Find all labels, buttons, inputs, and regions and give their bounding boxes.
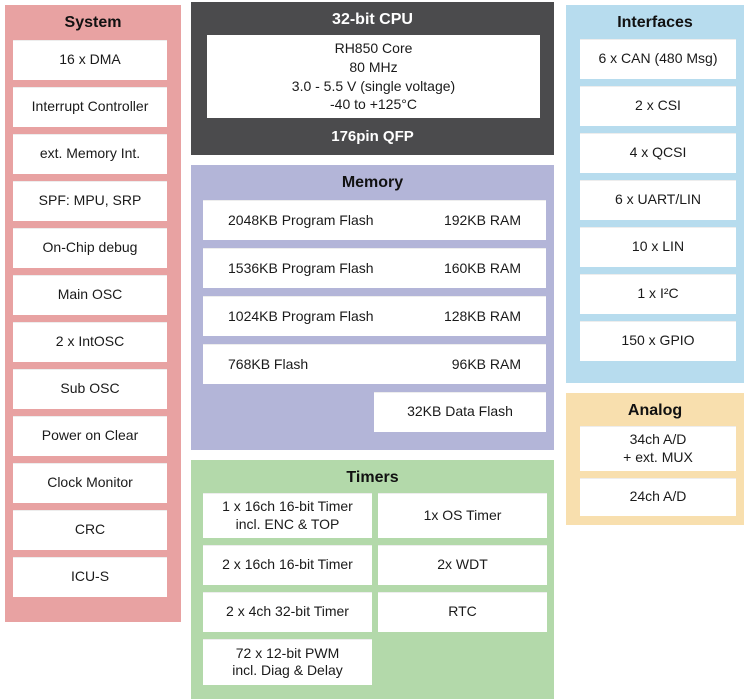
analog-item-stack: 34ch A/D + ext. MUX 24ch A/D xyxy=(566,425,744,516)
memory-ram-label: 192KB RAM xyxy=(443,212,521,228)
analog-title: Analog xyxy=(627,402,683,419)
timer-os: 1x OS Timer xyxy=(378,493,547,538)
memory-block: Memory 2048KB Program Flash 192KB RAM 15… xyxy=(191,165,554,450)
timers-row: 2 x 4ch 32-bit Timer RTC xyxy=(203,592,547,632)
system-item-interrupt-controller: Interrupt Controller xyxy=(13,87,167,127)
interface-lin: 10 x LIN xyxy=(580,227,736,267)
interface-uart-lin: 6 x UART/LIN xyxy=(580,180,736,220)
timers-row: 72 x 12-bit PWM incl. Diag & Delay xyxy=(203,639,547,685)
system-item-main-osc: Main OSC xyxy=(13,275,167,315)
memory-row: 2048KB Program Flash 192KB RAM xyxy=(203,200,546,240)
timer-rtc: RTC xyxy=(378,592,547,632)
system-item-intosc: 2 x IntOSC xyxy=(13,322,167,362)
system-item-power-on-clear: Power on Clear xyxy=(13,416,167,456)
interface-can: 6 x CAN (480 Msg) xyxy=(580,39,736,79)
memory-row: 1024KB Program Flash 128KB RAM xyxy=(203,296,546,336)
timer-4ch-32bit: 2 x 4ch 32-bit Timer xyxy=(203,592,372,632)
interface-gpio: 150 x GPIO xyxy=(580,321,736,361)
memory-ram-label: 160KB RAM xyxy=(443,260,521,276)
system-item-clock-monitor: Clock Monitor xyxy=(13,463,167,503)
system-item-sub-osc: Sub OSC xyxy=(13,369,167,409)
system-item-spf: SPF: MPU, SRP xyxy=(13,181,167,221)
analog-adc-24ch: 24ch A/D xyxy=(580,478,736,516)
system-item-icu-s: ICU-S xyxy=(13,557,167,597)
memory-title: Memory xyxy=(341,174,404,191)
system-item-ext-memory-int: ext. Memory Int. xyxy=(13,134,167,174)
timers-row-spacer xyxy=(378,639,547,685)
interface-csi: 2 x CSI xyxy=(580,86,736,126)
memory-rows: 2048KB Program Flash 192KB RAM 1536KB Pr… xyxy=(191,197,554,432)
cpu-block: 32-bit CPU RH850 Core 80 MHz 3.0 - 5.5 V… xyxy=(191,2,554,155)
memory-flash-label: 1536KB Program Flash xyxy=(228,260,374,276)
interface-i2c: 1 x I²C xyxy=(580,274,736,314)
system-item-onchip-debug: On-Chip debug xyxy=(13,228,167,268)
timer-pwm: 72 x 12-bit PWM incl. Diag & Delay xyxy=(203,639,372,685)
cpu-package: 176pin QFP xyxy=(331,128,414,145)
timers-row: 2 x 16ch 16-bit Timer 2x WDT xyxy=(203,545,547,585)
memory-ram-label: 128KB RAM xyxy=(443,308,521,324)
memory-row: 1536KB Program Flash 160KB RAM xyxy=(203,248,546,288)
analog-adc-34ch: 34ch A/D + ext. MUX xyxy=(580,426,736,471)
interfaces-title: Interfaces xyxy=(617,14,693,31)
analog-block: Analog 34ch A/D + ext. MUX 24ch A/D xyxy=(566,393,744,525)
timers-row: 1 x 16ch 16-bit Timer incl. ENC & TOP 1x… xyxy=(203,493,547,538)
timers-block: Timers 1 x 16ch 16-bit Timer incl. ENC &… xyxy=(191,460,554,699)
timer-16ch-16bit: 2 x 16ch 16-bit Timer xyxy=(203,545,372,585)
system-block: System 16 x DMA Interrupt Controller ext… xyxy=(5,5,181,622)
cpu-core-specs: RH850 Core 80 MHz 3.0 - 5.5 V (single vo… xyxy=(207,35,540,118)
timers-title: Timers xyxy=(346,469,399,486)
memory-flash-label: 768KB Flash xyxy=(228,356,309,372)
interfaces-item-stack: 6 x CAN (480 Msg) 2 x CSI 4 x QCSI 6 x U… xyxy=(566,37,744,361)
cpu-title: 32-bit CPU xyxy=(332,11,413,28)
interfaces-block: Interfaces 6 x CAN (480 Msg) 2 x CSI 4 x… xyxy=(566,5,744,383)
memory-row: 768KB Flash 96KB RAM xyxy=(203,344,546,384)
memory-flash-label: 1024KB Program Flash xyxy=(228,308,374,324)
system-title: System xyxy=(64,14,122,31)
memory-ram-label: 96KB RAM xyxy=(451,356,521,372)
memory-data-flash: 32KB Data Flash xyxy=(374,392,546,432)
timer-wdt: 2x WDT xyxy=(378,545,547,585)
system-item-stack: 16 x DMA Interrupt Controller ext. Memor… xyxy=(5,37,181,597)
timer-16ch-16bit-enc-top: 1 x 16ch 16-bit Timer incl. ENC & TOP xyxy=(203,493,372,538)
memory-flash-label: 2048KB Program Flash xyxy=(228,212,374,228)
system-item-crc: CRC xyxy=(13,510,167,550)
timers-grid: 1 x 16ch 16-bit Timer incl. ENC & TOP 1x… xyxy=(191,492,554,685)
system-item-dma: 16 x DMA xyxy=(13,40,167,80)
interface-qcsi: 4 x QCSI xyxy=(580,133,736,173)
